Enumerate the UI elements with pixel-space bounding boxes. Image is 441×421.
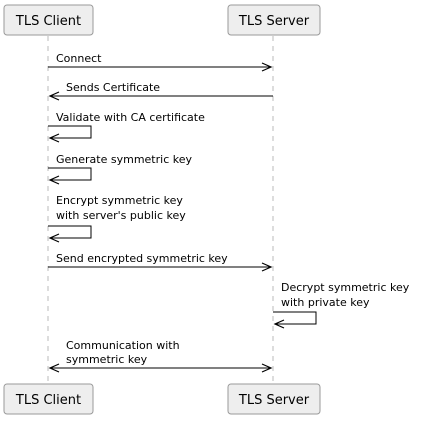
participant-server-bottom: TLS Server — [227, 383, 321, 415]
message-encrypt-key-label-line1: Encrypt symmetric key — [56, 194, 183, 207]
message-communication-label-line2: symmetric key — [66, 353, 148, 366]
participant-client-top-label: TLS Client — [15, 14, 81, 29]
message-sends-certificate: Sends Certificate — [48, 81, 273, 101]
message-connect: Connect — [48, 52, 273, 72]
message-decrypt-key-label-line1: Decrypt symmetric key — [281, 281, 410, 294]
participant-server-top-label: TLS Server — [238, 14, 310, 29]
participant-client-bottom-label: TLS Client — [15, 393, 81, 408]
participant-server-bottom-label: TLS Server — [238, 393, 310, 408]
message-decrypt-key-label-line2: with private key — [281, 296, 370, 309]
message-encrypt-key: Encrypt symmetric key with server's publ… — [48, 194, 186, 243]
message-generate-key-label: Generate symmetric key — [56, 153, 192, 166]
message-validate-ca-label: Validate with CA certificate — [56, 111, 205, 124]
message-communication-label-line1: Communication with — [66, 339, 180, 352]
message-encrypt-key-label-line2: with server's public key — [56, 209, 186, 222]
message-send-encrypted-label: Send encrypted symmetric key — [56, 252, 228, 265]
participant-client-top: TLS Client — [3, 4, 94, 36]
message-communication: Communication with symmetric key — [48, 339, 273, 373]
message-connect-label: Connect — [56, 52, 102, 65]
participant-client-bottom: TLS Client — [3, 383, 94, 415]
message-send-encrypted: Send encrypted symmetric key — [48, 252, 273, 272]
message-sends-certificate-label: Sends Certificate — [66, 81, 160, 94]
message-generate-key: Generate symmetric key — [48, 153, 192, 185]
message-validate-ca: Validate with CA certificate — [48, 111, 205, 143]
message-decrypt-key: Decrypt symmetric key with private key — [273, 281, 410, 329]
participant-server-top: TLS Server — [227, 4, 321, 36]
